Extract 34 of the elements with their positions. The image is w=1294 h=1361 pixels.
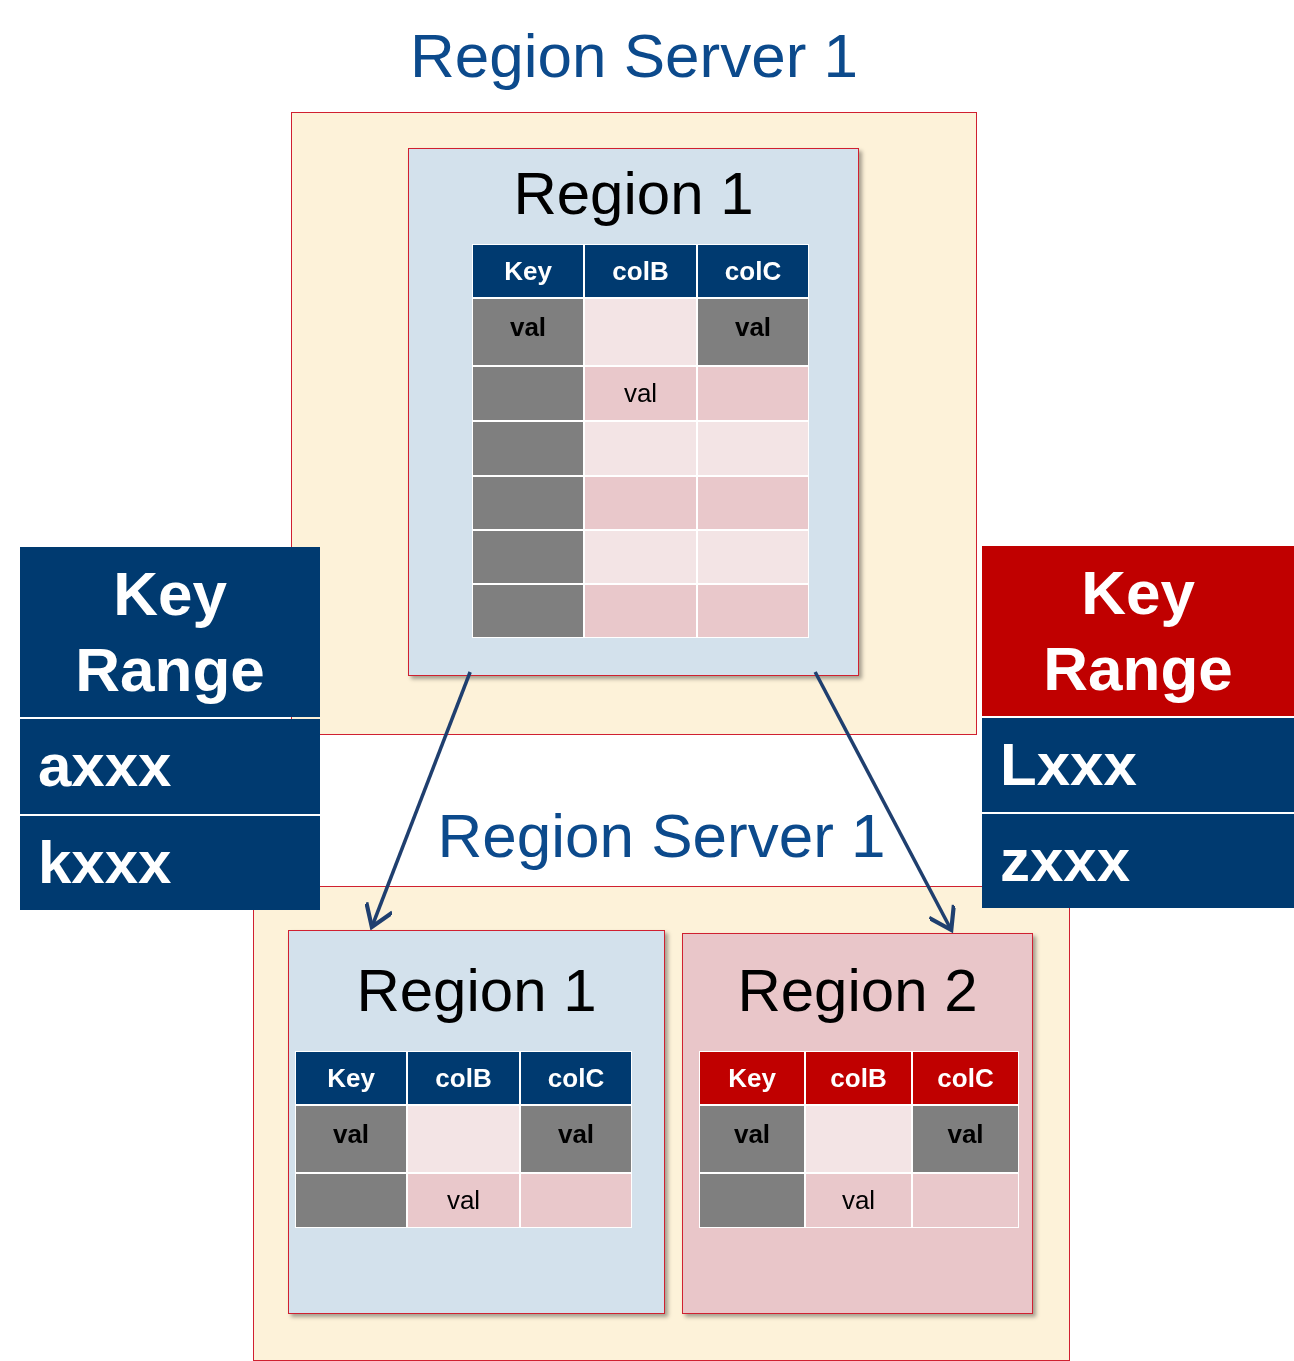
key-range-row: axxx	[20, 719, 320, 814]
region-panel	[408, 148, 859, 676]
server-title: Region Server 1	[410, 21, 858, 90]
region-title: Region 1	[356, 957, 597, 1024]
table-header-cell: colB	[407, 1051, 520, 1105]
key-range-row: kxxx	[20, 815, 320, 910]
table-header-cell: colC	[520, 1051, 632, 1105]
table-header-cell: Key	[472, 244, 584, 298]
table-cell: val	[697, 298, 809, 366]
table-header-cell: colC	[697, 244, 809, 298]
table-cell: val	[520, 1105, 632, 1173]
table-cell: val	[584, 366, 697, 421]
key-range-header: Key Range	[20, 547, 320, 717]
key-range-row: Lxxx	[982, 718, 1294, 812]
table-cell: val	[699, 1105, 805, 1173]
server-title: Region Server 1	[437, 801, 886, 870]
table-cell: val	[805, 1173, 912, 1228]
key-range-header: Key Range	[982, 546, 1294, 716]
arrow	[813, 671, 956, 933]
table-header-cell: colC	[912, 1051, 1019, 1105]
region-panel	[682, 933, 1033, 1314]
key-range-row: zxxx	[982, 814, 1294, 908]
table-cell: val	[407, 1173, 520, 1228]
table-header-cell: Key	[699, 1051, 805, 1105]
table-cell: val	[912, 1105, 1019, 1173]
arrow	[364, 671, 472, 930]
region-title: Region 2	[737, 957, 978, 1024]
region-panel	[288, 930, 665, 1314]
table-cell: val	[472, 298, 584, 366]
region-title: Region 1	[513, 160, 754, 227]
table-header-cell: colB	[805, 1051, 912, 1105]
table-header-cell: colB	[584, 244, 697, 298]
table-header-cell: Key	[295, 1051, 407, 1105]
table-cell: val	[295, 1105, 407, 1173]
